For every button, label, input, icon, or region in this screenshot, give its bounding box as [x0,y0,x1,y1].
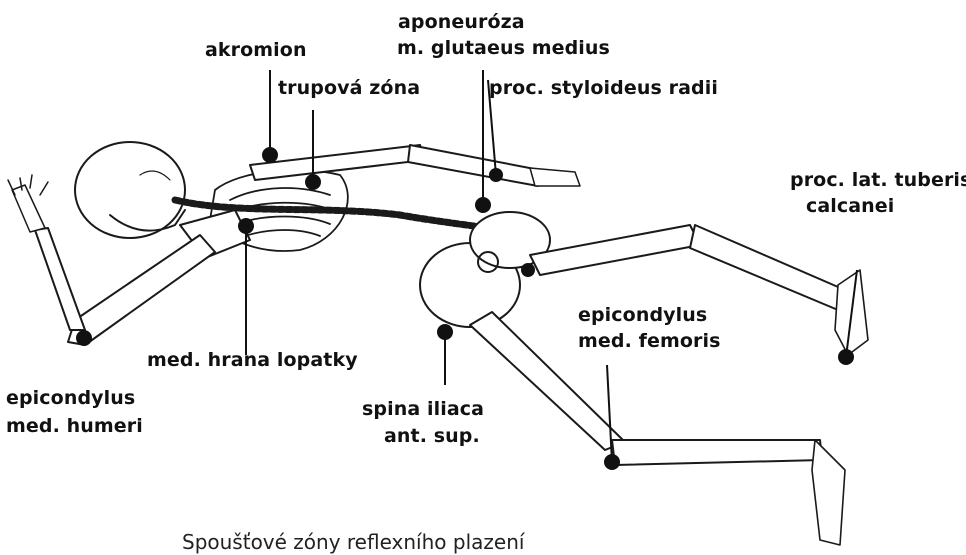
left-tibia [612,440,822,465]
label-akromion: akromion [205,38,307,62]
upper-hand [530,168,580,186]
label-epicondylus-femoris-1: epicondylus [578,303,707,327]
left-forearm [35,228,85,330]
label-epicondylus-humeri-2: med. humeri [6,414,143,438]
right-tibia [690,225,845,310]
skull [75,142,185,238]
label-spina-2: ant. sup. [384,424,480,448]
label-epicondylus-femoris-2: med. femoris [578,329,721,353]
label-aponeuroza-2: m. glutaeus medius [397,36,610,60]
label-proc-lat-2: calcanei [806,194,894,218]
label-proc-lat-1: proc. lat. tuberis [790,168,966,192]
label-trupova-zona: trupová zóna [278,76,420,100]
label-proc-styloideus: proc. styloideus radii [489,76,718,100]
figure-caption: Spoušťové zóny reflexního plazení [182,530,524,554]
label-epicondylus-humeri-1: epicondylus [6,386,135,410]
point-humeri [76,330,92,346]
left-foot [812,440,845,545]
right-femur [530,225,700,275]
left-humerus [68,235,215,345]
upper-forearm [408,145,540,186]
label-med-hrana: med. hrana lopatky [147,348,358,372]
left-hand [8,175,48,232]
label-aponeuroza-1: aponeuróza [398,10,525,34]
point-extra [521,263,535,277]
label-spina-1: spina iliaca [362,397,484,421]
